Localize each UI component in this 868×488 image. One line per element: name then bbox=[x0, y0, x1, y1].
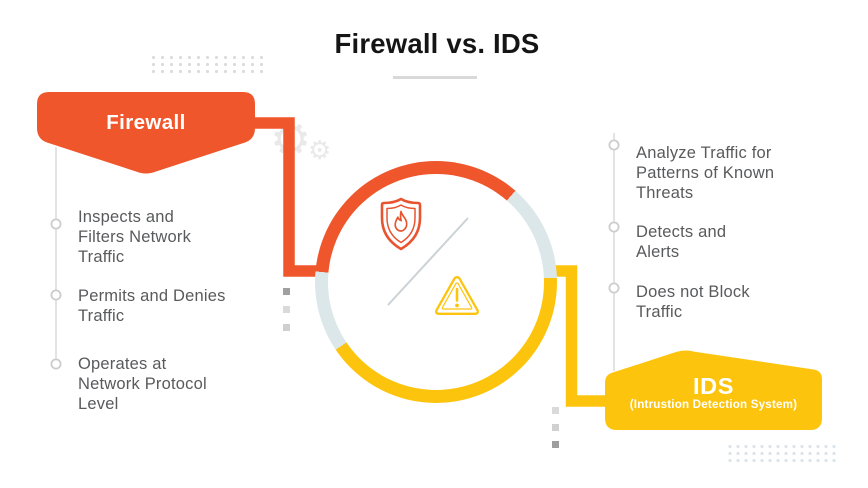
firewall-point-3: Operates at Network Protocol Level bbox=[78, 355, 207, 413]
firewall-point-2: Permits and Denies Traffic bbox=[78, 287, 226, 325]
square-accent bbox=[283, 324, 290, 331]
square-accent bbox=[552, 407, 559, 414]
comparison-ring bbox=[315, 161, 557, 403]
bullet-marker bbox=[608, 221, 620, 233]
bullet-marker bbox=[50, 289, 62, 301]
ids-banner-sublabel: (Intrustion Detection System) bbox=[629, 398, 798, 411]
square-accent bbox=[283, 306, 290, 313]
bullet-marker bbox=[50, 218, 62, 230]
square-accent bbox=[283, 288, 290, 295]
gear-icon: ⚙ bbox=[270, 112, 312, 166]
bullet-marker bbox=[608, 139, 620, 151]
ids-point-3: Does not Block Traffic bbox=[636, 283, 750, 321]
bullet-marker bbox=[608, 282, 620, 294]
ring-inner-face bbox=[328, 174, 544, 390]
dot-grid-decoration bbox=[726, 443, 838, 464]
firewall-point-1: Inspects and Filters Network Traffic bbox=[78, 208, 192, 266]
square-accent bbox=[552, 424, 559, 431]
ids-banner-label: IDS bbox=[693, 373, 734, 399]
square-accent bbox=[552, 441, 559, 448]
dot-grid-decoration bbox=[149, 54, 264, 75]
ids-point-1: Analyze Traffic for Patterns of Known Th… bbox=[636, 144, 775, 202]
title-underline bbox=[393, 76, 477, 79]
ids-point-2: Detects and Alerts bbox=[636, 223, 727, 261]
firewall-banner-label: Firewall bbox=[106, 111, 186, 134]
bullet-marker bbox=[50, 358, 62, 370]
gear-icon: ⚙ bbox=[308, 136, 332, 166]
page-title: Firewall vs. IDS bbox=[334, 28, 540, 59]
